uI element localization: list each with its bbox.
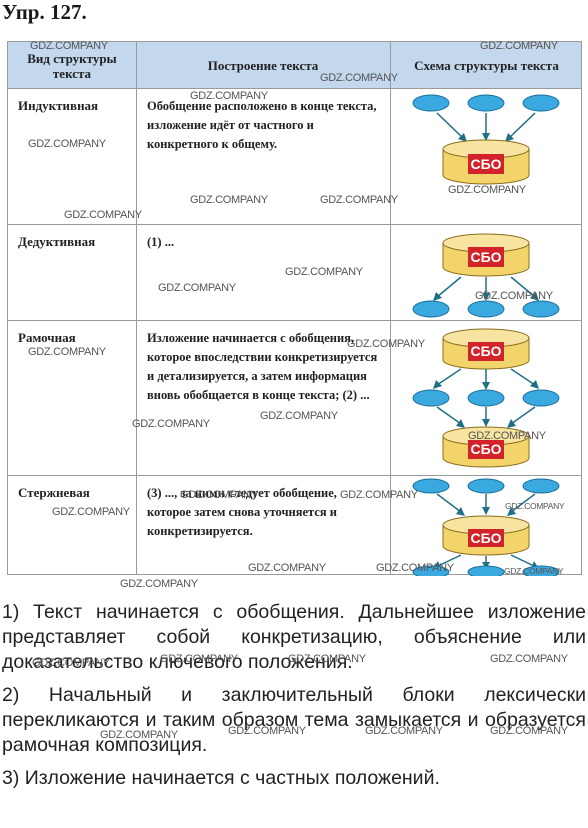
detail-oval — [412, 565, 450, 576]
structure-description: (3) ..., за ними следует обобщение, кото… — [147, 486, 337, 538]
sbo-label: СБО — [470, 156, 501, 172]
arrow — [436, 368, 462, 386]
sbo-cylinder: СБО — [442, 139, 530, 185]
answer-2: 2) Начальный и заключительный блоки лекс… — [2, 684, 586, 756]
arrow — [510, 554, 535, 567]
sbo-label: СБО — [470, 343, 501, 359]
structure-type: Индуктивная — [18, 98, 99, 113]
sbo-label: СБО — [470, 441, 501, 457]
sbo-label: СБО — [470, 530, 501, 546]
arrow — [436, 276, 462, 298]
structure-description: Обобщение расположено в конце текста, из… — [147, 99, 377, 151]
arrow — [436, 493, 462, 513]
arrow-head — [482, 507, 490, 515]
detail-oval — [412, 478, 450, 494]
answer-1: 1) Текст начинается с обобщения. Дальней… — [2, 601, 586, 673]
table-row: Стержневая (3) ..., за ними следует обоб… — [8, 476, 581, 576]
answer-3: 3) Изложение начинается с частных положе… — [2, 767, 440, 789]
arrow-head — [456, 507, 465, 516]
table-row: Рамочная Изложение начинается с обобщени… — [8, 321, 581, 476]
watermark: GDZ.COMPANY — [120, 578, 198, 590]
arrow — [436, 406, 462, 425]
arrow-head — [433, 380, 442, 389]
arrow-head — [507, 507, 516, 516]
inductive-scheme-diagram: СБО — [412, 94, 560, 185]
detail-oval — [467, 94, 505, 112]
arrow — [510, 493, 536, 513]
detail-oval — [522, 478, 560, 494]
arrow — [436, 112, 465, 140]
sbo-cylinder: СБО — [442, 328, 530, 370]
sbo-label: СБО — [470, 249, 501, 265]
arrow — [510, 368, 536, 386]
deductive-scheme-diagram: СБО — [412, 233, 560, 318]
arrow — [437, 554, 462, 567]
detail-oval — [467, 565, 505, 576]
arrow-head — [482, 419, 490, 427]
arrow-head — [505, 133, 514, 142]
column-divider — [136, 42, 137, 574]
core-scheme-diagram: СБО — [412, 478, 560, 576]
structure-description: Изложение начинается с обобщения, которо… — [147, 331, 378, 402]
structure-type: Стержневая — [18, 485, 90, 500]
arrow-head — [530, 292, 539, 301]
header-structure-type: Вид структуры текста — [27, 50, 117, 81]
arrow-head — [482, 133, 490, 141]
exercise-title: Упр. 127. — [2, 0, 87, 24]
table-row: Дедуктивная (1) ... СБО — [8, 225, 581, 321]
detail-oval — [467, 478, 505, 494]
detail-oval — [412, 94, 450, 112]
table-header-row: Вид структуры текста Построение текста С… — [8, 42, 581, 89]
detail-oval — [467, 300, 505, 318]
sbo-cylinder: СБО — [442, 426, 530, 468]
arrow-head — [458, 133, 467, 142]
structure-type: Рамочная — [18, 330, 76, 345]
detail-oval — [522, 94, 560, 112]
structure-table: Вид структуры текста Построение текста С… — [7, 41, 582, 576]
detail-oval — [522, 300, 560, 318]
answers-block: 1) Текст начинается с обобщения. Дальней… — [2, 600, 586, 799]
arrow-head — [530, 380, 539, 389]
arrow-head — [482, 293, 490, 301]
header-structure-scheme: Схема структуры текста — [414, 58, 559, 73]
detail-oval — [522, 565, 560, 576]
column-divider — [390, 42, 391, 574]
arrow-head — [482, 382, 490, 390]
structure-type: Дедуктивная — [18, 234, 96, 249]
detail-oval — [412, 389, 450, 407]
arrow — [507, 112, 536, 140]
sbo-cylinder: СБО — [442, 515, 530, 556]
arrow-head — [507, 419, 516, 428]
table-row: Индуктивная Обобщение расположено в конц… — [8, 89, 581, 225]
detail-oval — [412, 300, 450, 318]
arrow — [510, 406, 536, 425]
arrow-head — [433, 292, 442, 301]
arrow — [510, 276, 536, 298]
header-text-construction: Построение текста — [207, 58, 319, 73]
detail-oval — [467, 389, 505, 407]
detail-oval — [522, 389, 560, 407]
sbo-cylinder: СБО — [442, 233, 530, 277]
frame-scheme-diagram: СБО СБО — [412, 328, 560, 468]
arrow-head — [456, 419, 465, 428]
structure-description: (1) ... — [147, 235, 175, 249]
